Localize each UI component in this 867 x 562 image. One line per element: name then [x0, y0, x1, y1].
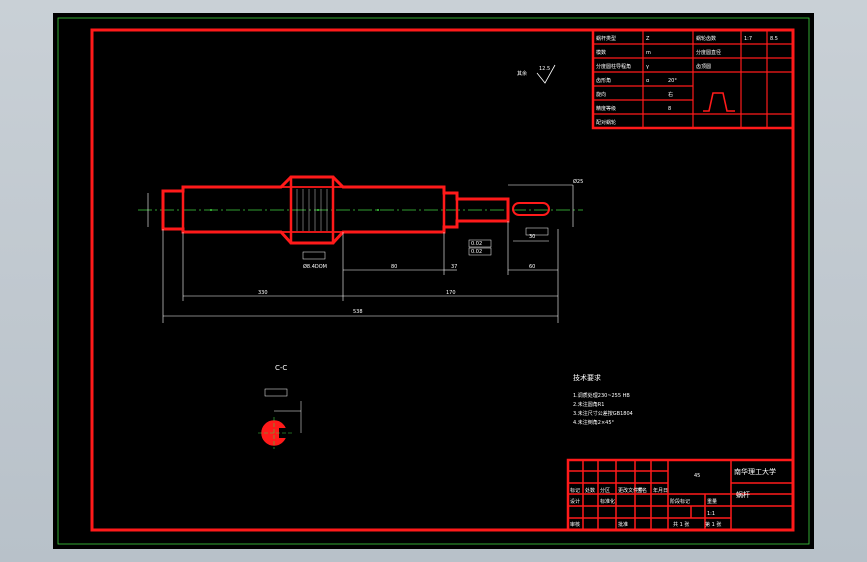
worm-thread-section — [289, 175, 335, 245]
label-change-no: 更改文件号 — [618, 487, 643, 494]
label-date: 年月日 — [653, 487, 668, 494]
param-r3-c1: α — [646, 78, 650, 84]
drawing-canvas: 蜗杆类型 Z 蜗轮齿数 1:7 8.5 模数 m 分度圆直径 分度圆柱导程角 γ… — [57, 17, 810, 545]
dim-bore: Ø8.4DOM — [303, 263, 327, 270]
label-approve: 批准 — [618, 521, 628, 528]
tolerance-frame-2 — [468, 247, 492, 256]
param-r0-c3: 蜗轮齿数 — [696, 35, 716, 42]
param-r1-c0: 模数 — [596, 49, 606, 56]
param-r0-c1: Z — [646, 36, 650, 42]
param-r1-c1: m — [646, 50, 651, 56]
param-r0-c5: 1:7 — [744, 36, 752, 42]
dim-mid: 80 — [391, 264, 397, 270]
dim-d2: 60 — [529, 264, 535, 270]
scale-value: 1:1 — [707, 511, 715, 517]
material: 45 — [694, 473, 700, 479]
param-r3-c0: 齿形角 — [596, 77, 611, 84]
dimension-lines — [147, 184, 574, 323]
label-std: 标准化 — [600, 498, 615, 505]
tech-note-4: 4.未注倒角2×45° — [573, 419, 615, 426]
dim-key-len: 30 — [529, 234, 535, 240]
sheet-number: 第 1 张 — [705, 521, 721, 528]
param-r5-c0: 精度等级 — [596, 105, 616, 112]
tolerance-frame-1 — [468, 239, 492, 248]
label-stage: 阶段标记 — [670, 498, 690, 505]
drawing-sheet: 蜗杆类型 Z 蜗轮齿数 1:7 8.5 模数 m 分度圆直径 分度圆柱导程角 γ… — [53, 13, 814, 549]
dim-total-length: 538 — [353, 309, 363, 315]
label-design: 设计 — [570, 498, 580, 505]
school-name: 南华理工大学 — [734, 467, 776, 476]
param-r2-c1: γ — [646, 64, 649, 70]
param-r4-c2: 右 — [668, 91, 673, 98]
keyway — [512, 202, 550, 216]
tech-note-3: 3.未注尺寸公差按GB1804 — [573, 410, 633, 417]
param-r2-c3: 齿顶圆 — [696, 64, 711, 70]
tooth-profile-sketch — [703, 92, 735, 112]
label-count: 处数 — [585, 487, 595, 494]
tolerance-2: 0.02 — [471, 249, 482, 255]
label-signature: 签名 — [637, 487, 647, 494]
worm-shaft-view — [138, 175, 583, 245]
param-table: 蜗杆类型 Z 蜗轮齿数 1:7 8.5 模数 m 分度圆直径 分度圆柱导程角 γ… — [591, 28, 795, 130]
technical-requirements: 技术要求 1.调质处理230~255 HB 2.未注圆角R1 3.未注尺寸公差按… — [573, 373, 633, 426]
param-r6-c0: 配对蜗轮 — [596, 119, 616, 126]
section-cc — [258, 388, 302, 449]
roughness-value: 12.5 — [539, 66, 550, 72]
tech-title: 技术要求 — [573, 373, 601, 382]
param-r5-c2: 8 — [668, 106, 671, 112]
roughness-symbol — [536, 64, 556, 84]
label-mark: 标记 — [570, 487, 580, 494]
dim-left-span: 330 — [258, 290, 268, 296]
tech-note-1: 1.调质处理230~255 HB — [573, 392, 630, 399]
dim-d1: 37 — [451, 264, 457, 270]
param-r0-c6: 8.5 — [770, 36, 778, 42]
param-r3-c2: 20° — [668, 78, 677, 84]
title-block: 45 南华理工大学 蜗杆 标记 处数 分区 更改文件号 签名 年月日 设计 标准… — [566, 458, 795, 532]
outer-border — [57, 17, 810, 545]
param-r2-c0: 分度圆柱导程角 — [596, 63, 631, 70]
roughness-note: 其余 — [517, 70, 527, 77]
part-name: 蜗杆 — [736, 490, 750, 499]
section-label: C-C — [275, 364, 287, 372]
drawing-frame — [90, 28, 795, 532]
label-zone: 分区 — [600, 487, 610, 494]
tolerance-1: 0.02 — [471, 241, 482, 247]
label-weight: 重量 — [707, 498, 717, 505]
sheet-count: 共 1 张 — [673, 521, 689, 528]
param-r4-c0: 旋向 — [596, 91, 606, 98]
dim-right-span: 170 — [446, 290, 456, 296]
param-r1-c3: 分度圆直径 — [696, 49, 721, 56]
dim-right-dia: Ø25 — [573, 178, 583, 185]
tolerance-frame-3 — [302, 251, 326, 260]
param-r0-c0: 蜗杆类型 — [596, 35, 616, 42]
label-review: 审核 — [570, 521, 580, 528]
tolerance-frame-4 — [525, 227, 549, 236]
tech-note-2: 2.未注圆角R1 — [573, 401, 604, 408]
